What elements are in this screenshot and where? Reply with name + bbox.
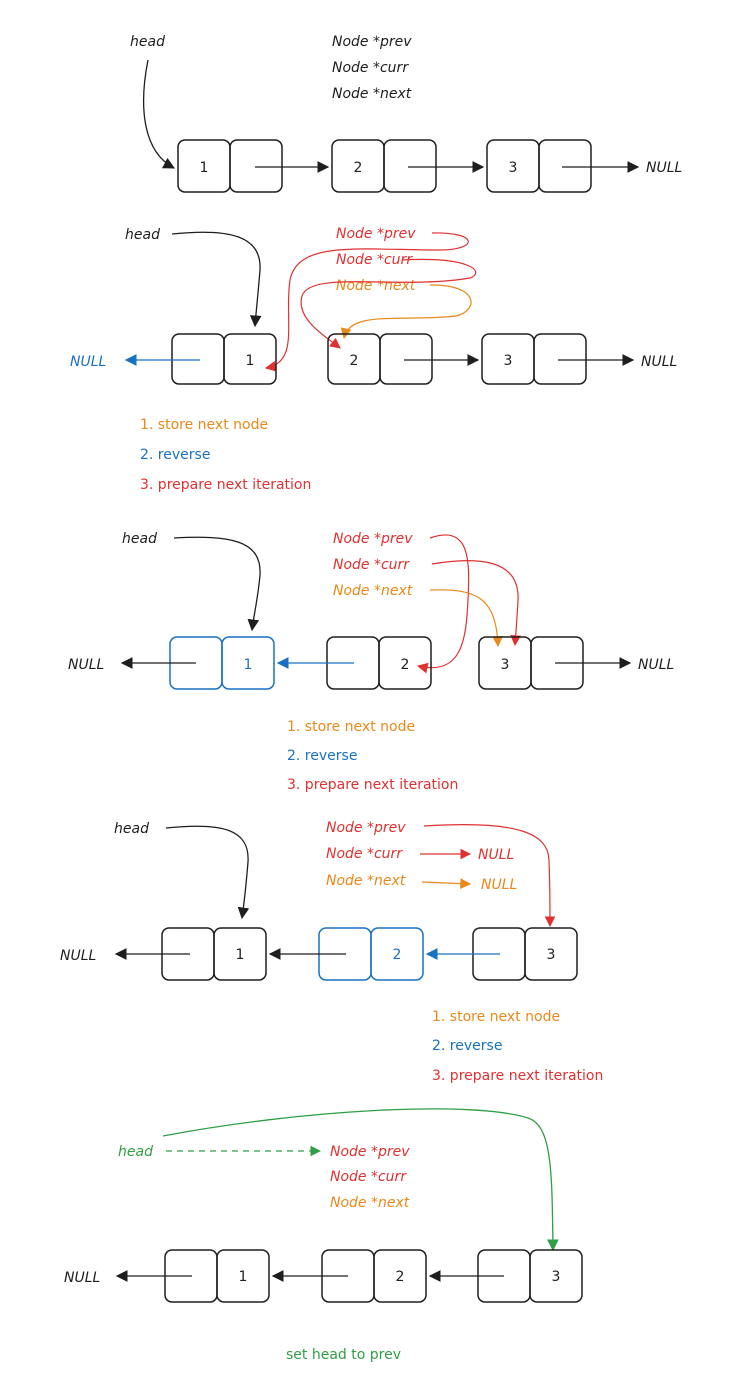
stage-3: head Node *prev Node *curr Node *next 1 … [68, 531, 674, 793]
node-value: 1 [239, 1269, 248, 1285]
head-label: head [118, 1144, 153, 1160]
curr-arrow [431, 560, 522, 647]
node-1: 1 [177, 139, 283, 193]
node-3: 3 [481, 333, 587, 385]
stage-4: head Node *prev Node *curr Node *next NU… [60, 820, 603, 1084]
next-arrow [421, 878, 472, 889]
prev-arrow [264, 232, 469, 372]
head-arrow [142, 59, 176, 169]
step-store: 1. store next node [287, 719, 415, 735]
prev-label: Node *prev [326, 820, 406, 836]
step-store: 1. store next node [140, 417, 268, 433]
head-arrow [171, 231, 262, 328]
prev-label: Node *prev [336, 226, 416, 242]
head-label: head [114, 821, 149, 837]
next-label: Node *next [336, 278, 416, 294]
set-head-note: set head to prev [286, 1347, 401, 1363]
prev-label: Node *prev [330, 1144, 410, 1160]
step-reverse: 2. reverse [287, 748, 357, 764]
null-label: NULL [64, 1270, 100, 1286]
node-value: 3 [501, 657, 510, 673]
step-prepare: 3. prepare next iteration [432, 1068, 603, 1084]
step-prepare: 3. prepare next iteration [287, 777, 458, 793]
node-value: 3 [504, 353, 513, 369]
next-label: Node *next [333, 583, 413, 599]
node-value: 3 [509, 160, 518, 176]
curr-null-label: NULL [478, 847, 514, 863]
next-arrow [429, 589, 503, 648]
curr-label: Node *curr [332, 60, 409, 76]
node-2: 2 [327, 333, 433, 385]
node-value: 2 [350, 353, 359, 369]
stage-1: head Node *prev Node *curr Node *next 1 … [130, 34, 682, 193]
next-label: Node *next [330, 1195, 410, 1211]
step-reverse: 2. reverse [432, 1038, 502, 1054]
node-2: 2 [331, 139, 437, 193]
curr-label: Node *curr [336, 252, 413, 268]
null-label: NULL [646, 160, 682, 176]
next-label: Node *next [332, 86, 412, 102]
curr-label: Node *curr [333, 557, 410, 573]
next-null-label: NULL [481, 877, 517, 893]
null-label: NULL [68, 657, 104, 673]
null-label: NULL [60, 948, 96, 964]
node-value: 1 [244, 657, 253, 673]
prev-label: Node *prev [332, 34, 412, 50]
node-3: 3 [486, 139, 592, 193]
head-arrow [162, 1108, 559, 1252]
prev-arrow [416, 534, 470, 674]
null-label: NULL [70, 354, 106, 370]
node-value: 2 [393, 947, 402, 963]
node-value: 2 [401, 657, 410, 673]
stage-5: head Node *prev Node *curr Node *next 1 … [64, 1108, 583, 1363]
null-label: NULL [638, 657, 674, 673]
node-value: 1 [236, 947, 245, 963]
node-value: 2 [354, 160, 363, 176]
step-prepare: 3. prepare next iteration [140, 477, 311, 493]
node-value: 1 [200, 160, 209, 176]
head-label: head [122, 531, 157, 547]
node-value: 1 [246, 353, 255, 369]
step-store: 1. store next node [432, 1009, 560, 1025]
head-label: head [125, 227, 160, 243]
node-value: 3 [552, 1269, 561, 1285]
null-label: NULL [641, 354, 677, 370]
node-value: 3 [547, 947, 556, 963]
next-arrow [340, 284, 472, 340]
next-label: Node *next [326, 873, 406, 889]
prev-label: Node *prev [333, 531, 413, 547]
head-arrow [173, 536, 261, 632]
step-reverse: 2. reverse [140, 447, 210, 463]
curr-arrow [300, 258, 477, 349]
node-1: 1 [171, 333, 277, 385]
node-value: 2 [396, 1269, 405, 1285]
curr-label: Node *curr [330, 1169, 407, 1185]
curr-label: Node *curr [326, 846, 403, 862]
head-label: head [130, 34, 165, 50]
prev-arrow [423, 824, 556, 928]
head-arrow [165, 825, 250, 920]
stage-2: head Node *prev Node *curr Node *next 1 … [70, 226, 677, 493]
